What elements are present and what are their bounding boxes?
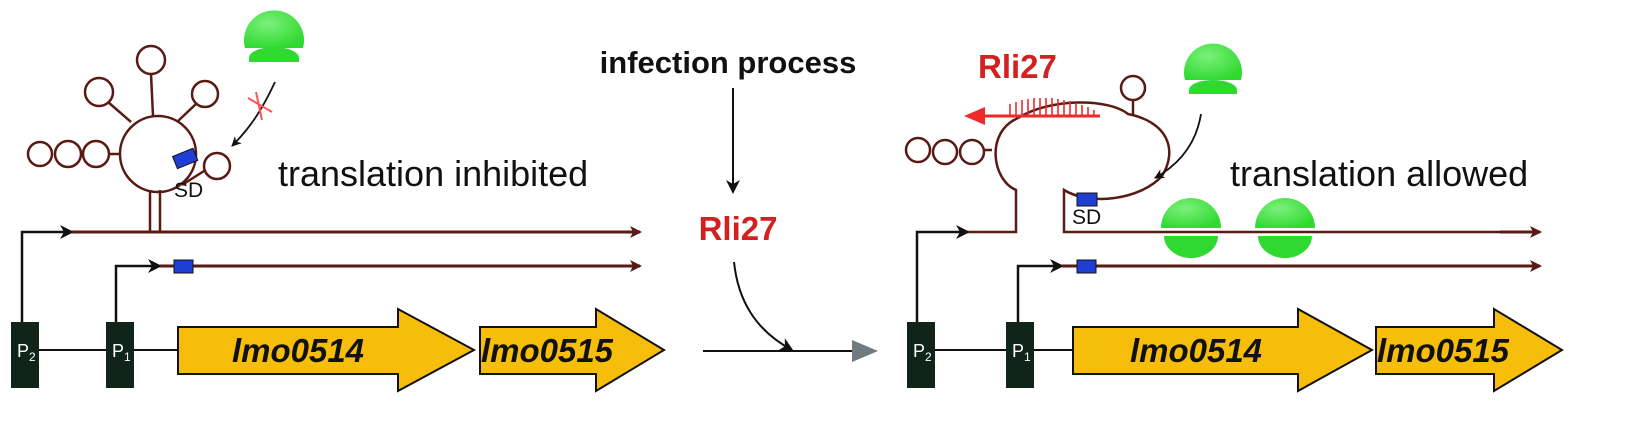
svg-text:P2: P2 bbox=[913, 341, 932, 364]
block-cross-icon bbox=[247, 91, 273, 121]
gene-label-lmo0514-right: lmo0514 bbox=[1130, 332, 1262, 369]
promoter-p2-letter: P bbox=[17, 341, 29, 361]
sd-label-left: SD bbox=[174, 179, 203, 202]
tss-arrow-p1-right bbox=[1016, 259, 1064, 322]
rli27-srna bbox=[964, 98, 1100, 125]
process-label: infection process bbox=[600, 45, 857, 80]
gene-arrow-lmo0515-right: lmo0515 bbox=[1375, 307, 1564, 393]
sd-box-structure-left bbox=[171, 147, 199, 170]
status-text-left: translation inhibited bbox=[278, 153, 588, 194]
promoter-p1-letter: P bbox=[112, 341, 124, 361]
promoter-p1-letter: P bbox=[1012, 341, 1024, 361]
gene-arrow-lmo0514-left: lmo0514 bbox=[177, 307, 477, 393]
utr-structure-right bbox=[904, 74, 1540, 234]
rli27-label-middle: Rli27 bbox=[699, 210, 778, 247]
ribosome-blocked-icon bbox=[244, 10, 304, 62]
left-panel: P2 P1 SD bbox=[11, 10, 666, 393]
ribosome-approach-arrow-right bbox=[1154, 113, 1202, 179]
right-panel: P2 P1 bbox=[904, 43, 1564, 393]
promoter-p1-sub: 1 bbox=[1024, 350, 1031, 364]
rli27-label-right: Rli27 bbox=[978, 48, 1057, 85]
middle-panel: infection process Rli27 bbox=[600, 45, 878, 362]
gene-label-lmo0514-left: lmo0514 bbox=[232, 332, 364, 369]
svg-text:P1: P1 bbox=[112, 341, 131, 364]
svg-text:P2: P2 bbox=[17, 341, 36, 364]
promoter-p1-right: P1 bbox=[1006, 322, 1034, 388]
rli27-action-arrow bbox=[733, 261, 794, 351]
transition-arrowhead bbox=[852, 340, 878, 362]
promoter-p1-left: P1 bbox=[106, 322, 134, 388]
tss-arrow-p2-right bbox=[915, 225, 970, 322]
promoter-p2-sub: 2 bbox=[29, 350, 36, 364]
utr-structure-left bbox=[26, 44, 232, 232]
sd-box-structure-right bbox=[1076, 192, 1098, 207]
ribosome-translating-1-icon bbox=[1161, 198, 1221, 258]
gene-label-lmo0515-right: lmo0515 bbox=[1377, 332, 1510, 369]
sd-box-p1-right bbox=[1076, 259, 1097, 274]
tss-arrow-p2-left bbox=[20, 225, 74, 322]
promoter-p1-sub: 1 bbox=[124, 350, 131, 364]
promoter-p2-sub: 2 bbox=[925, 350, 932, 364]
gene-label-lmo0515-left: lmo0515 bbox=[481, 332, 614, 369]
sd-box-p1-left bbox=[173, 259, 194, 274]
sd-label-right: SD bbox=[1072, 206, 1101, 229]
gene-arrow-lmo0514-right: lmo0514 bbox=[1072, 307, 1375, 393]
status-text-right: translation allowed bbox=[1230, 153, 1528, 194]
ribosome-incoming-icon bbox=[1184, 43, 1242, 94]
promoter-p2-letter: P bbox=[913, 341, 925, 361]
promoter-p2-right: P2 bbox=[907, 322, 935, 388]
svg-text:P1: P1 bbox=[1012, 341, 1031, 364]
promoter-p2-left: P2 bbox=[11, 322, 39, 388]
tss-arrow-p1-left bbox=[114, 259, 162, 322]
ribosome-approach-arrow-left bbox=[231, 81, 276, 147]
gene-arrow-lmo0515-left: lmo0515 bbox=[479, 307, 666, 393]
ribosome-translating-2-icon bbox=[1255, 198, 1315, 258]
